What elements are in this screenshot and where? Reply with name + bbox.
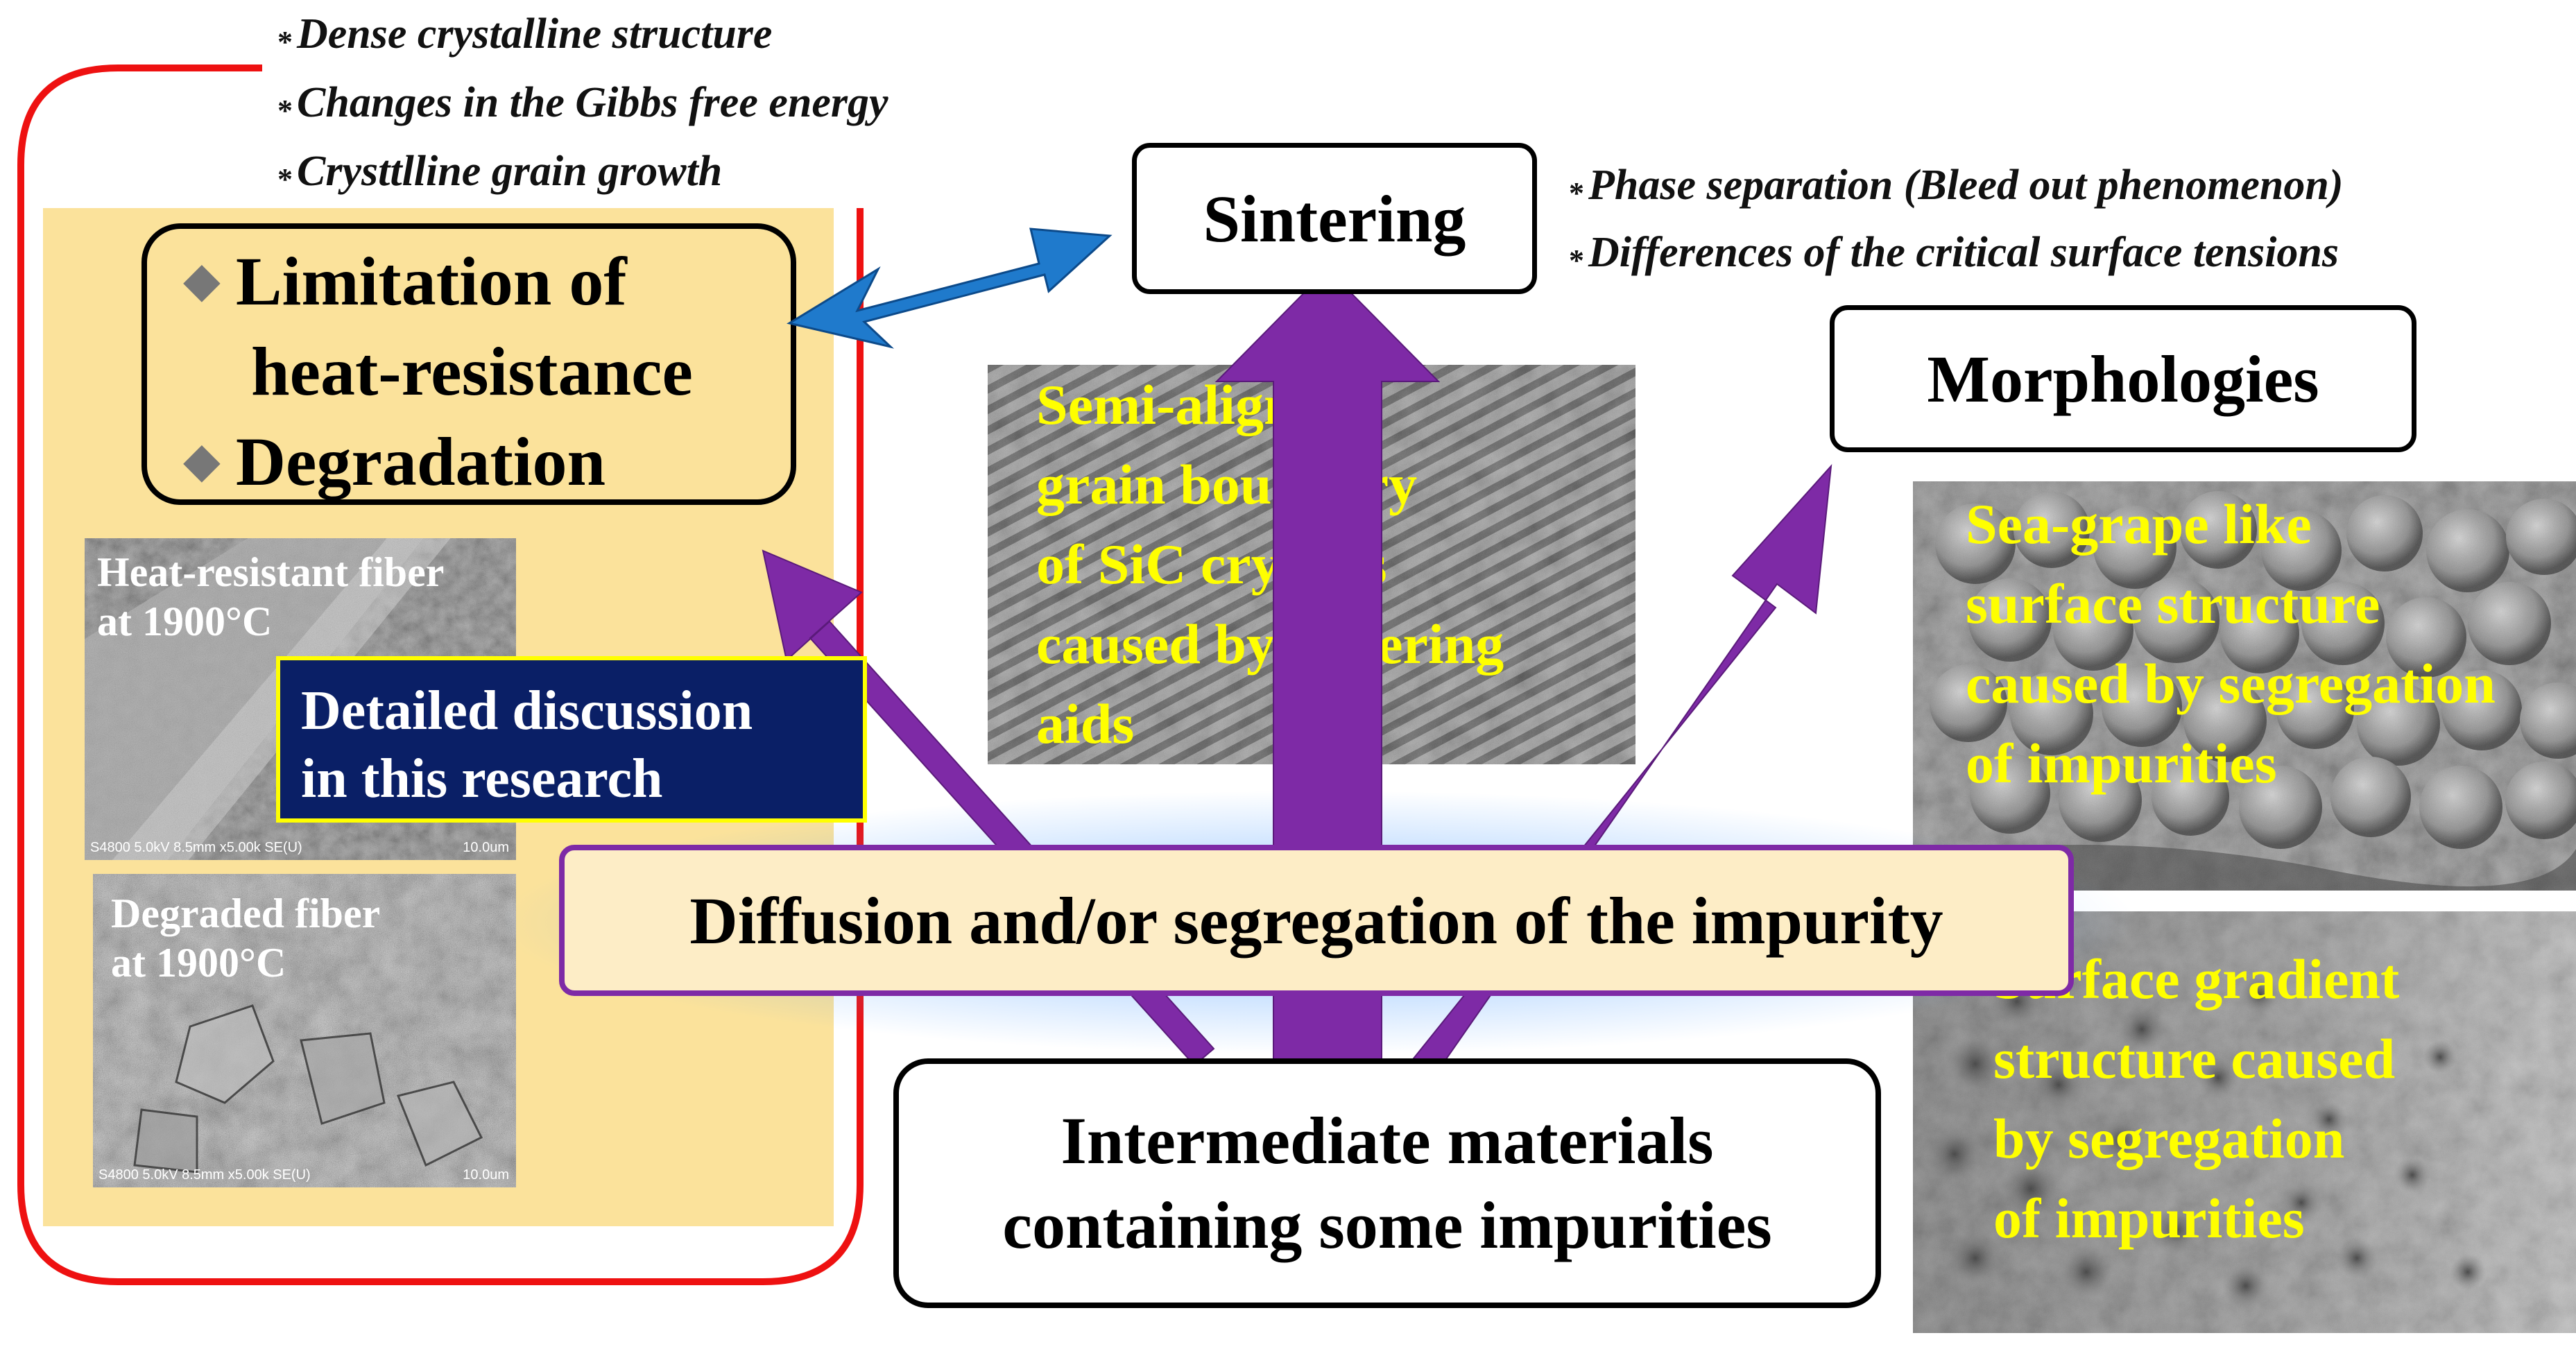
diamond-bullet-icon: ◆ — [183, 254, 221, 307]
asterisk-bullet: * — [277, 162, 293, 196]
red-bracket — [17, 65, 864, 1285]
diffusion-box: Diffusion and/or segregation of the impu… — [559, 845, 2074, 996]
red-bracket-line — [17, 65, 864, 1285]
note-text: Differences of the critical surface tens… — [1588, 229, 2339, 276]
fiber-photo-2-line2: at 1900°C — [111, 939, 286, 986]
degraded-photo-texture — [93, 874, 516, 1187]
morphologies-box: Morphologies — [1830, 305, 2416, 452]
note-dense-crystalline: *Dense crystalline structure — [277, 12, 888, 58]
asterisk-bullet: * — [1569, 243, 1584, 277]
note-text: Changes in the Gibbs free energy — [297, 79, 888, 126]
scale-info: S4800 5.0kV 8.5mm x5.00k SE(U) — [90, 840, 302, 855]
limitation-line-2: heat-resistance — [251, 333, 693, 410]
scale-value: 10.0um — [463, 1167, 509, 1183]
note-text: Phase separation (Bleed out phenomenon) — [1588, 162, 2344, 209]
notes-left: *Dense crystalline structure *Changes in… — [277, 12, 888, 195]
surface-gradient-caption-line: of impurities — [1993, 1187, 2305, 1250]
note-surface-tensions: *Differences of the critical surface ten… — [1569, 231, 2344, 276]
asterisk-bullet: * — [277, 94, 293, 128]
arrow-up-right — [1407, 464, 1832, 1083]
sic-caption-line: caused by sintering — [1036, 612, 1504, 676]
surface-gradient-caption-line: by segregation — [1993, 1107, 2345, 1170]
fiber-photo-1-line2: at 1900°C — [97, 598, 273, 644]
intermediate-line1: Intermediate materials — [1061, 1103, 1714, 1178]
limitation-box: ◆ Limitation of heat-resistance ◆ Degradat… — [141, 223, 796, 505]
note-grain-growth: *Crysttlline grain growth — [277, 150, 888, 195]
note-text: Dense crystalline structure — [297, 10, 773, 58]
notes-right: *Phase separation (Bleed out phenomenon)… — [1569, 164, 2344, 276]
fiber-photo-1-line1: Heat-resistant fiber — [97, 549, 445, 595]
intermediate-line2: containing some impurities — [1002, 1188, 1772, 1262]
sea-grape-caption-line: caused by segregation — [1966, 652, 2496, 715]
detailed-discussion-box: Detailed discussion in this research — [276, 656, 867, 823]
degraded-fiber-photo: Degraded fiber at 1900°C S4800 5.0kV 8.5… — [93, 874, 516, 1187]
detailed-discussion-line2: in this research — [301, 748, 663, 809]
asterisk-bullet: * — [277, 25, 293, 59]
diffusion-label: Diffusion and/or segregation of the impu… — [689, 883, 1943, 958]
note-phase-separation: *Phase separation (Bleed out phenomenon) — [1569, 164, 2344, 209]
sic-caption-line: aids — [1036, 692, 1135, 755]
note-gibbs-energy: *Changes in the Gibbs free energy — [277, 81, 888, 126]
surface-gradient-caption-line: structure caused — [1993, 1027, 2396, 1090]
diamond-bullet-icon: ◆ — [183, 434, 221, 488]
scale-value: 10.0um — [463, 840, 509, 855]
sea-grape-caption: Sea-grape like surface structure caused … — [1966, 484, 2496, 803]
scale-info: S4800 5.0kV 8.5mm x5.00k SE(U) — [98, 1167, 311, 1183]
fiber-photo-1-label: Heat-resistant fiber at 1900°C — [97, 548, 444, 646]
intermediate-materials-box: Intermediate materials containing some i… — [893, 1058, 1881, 1308]
sea-grape-image: Sea-grape like surface structure caused … — [1913, 481, 2576, 891]
sic-image-caption: Semi-aligned grain boundary of SiC cryst… — [1036, 365, 1504, 764]
sea-grape-texture — [1913, 481, 2576, 891]
limitation-text: Limitation of — [235, 243, 627, 320]
limitation-line-3: ◆ Degradation — [183, 422, 606, 501]
sintering-box: Sintering — [1132, 143, 1537, 294]
fiber-photo-2-line1: Degraded fiber — [111, 891, 381, 936]
asterisk-bullet: * — [1569, 176, 1584, 210]
fiber-photo-2-label: Degraded fiber at 1900°C — [111, 889, 380, 988]
degradation-text: Degradation — [235, 423, 606, 500]
sea-grape-caption-line: surface structure — [1966, 572, 2380, 635]
double-arrow-shape — [787, 227, 1113, 349]
sea-grape-caption-line: Sea-grape like — [1966, 492, 2312, 556]
note-text: Crysttlline grain growth — [297, 148, 723, 195]
limitation-line-1: ◆ Limitation of — [183, 241, 627, 321]
sea-grape-caption-line: of impurities — [1966, 732, 2277, 795]
detailed-discussion-line1: Detailed discussion — [301, 680, 753, 741]
